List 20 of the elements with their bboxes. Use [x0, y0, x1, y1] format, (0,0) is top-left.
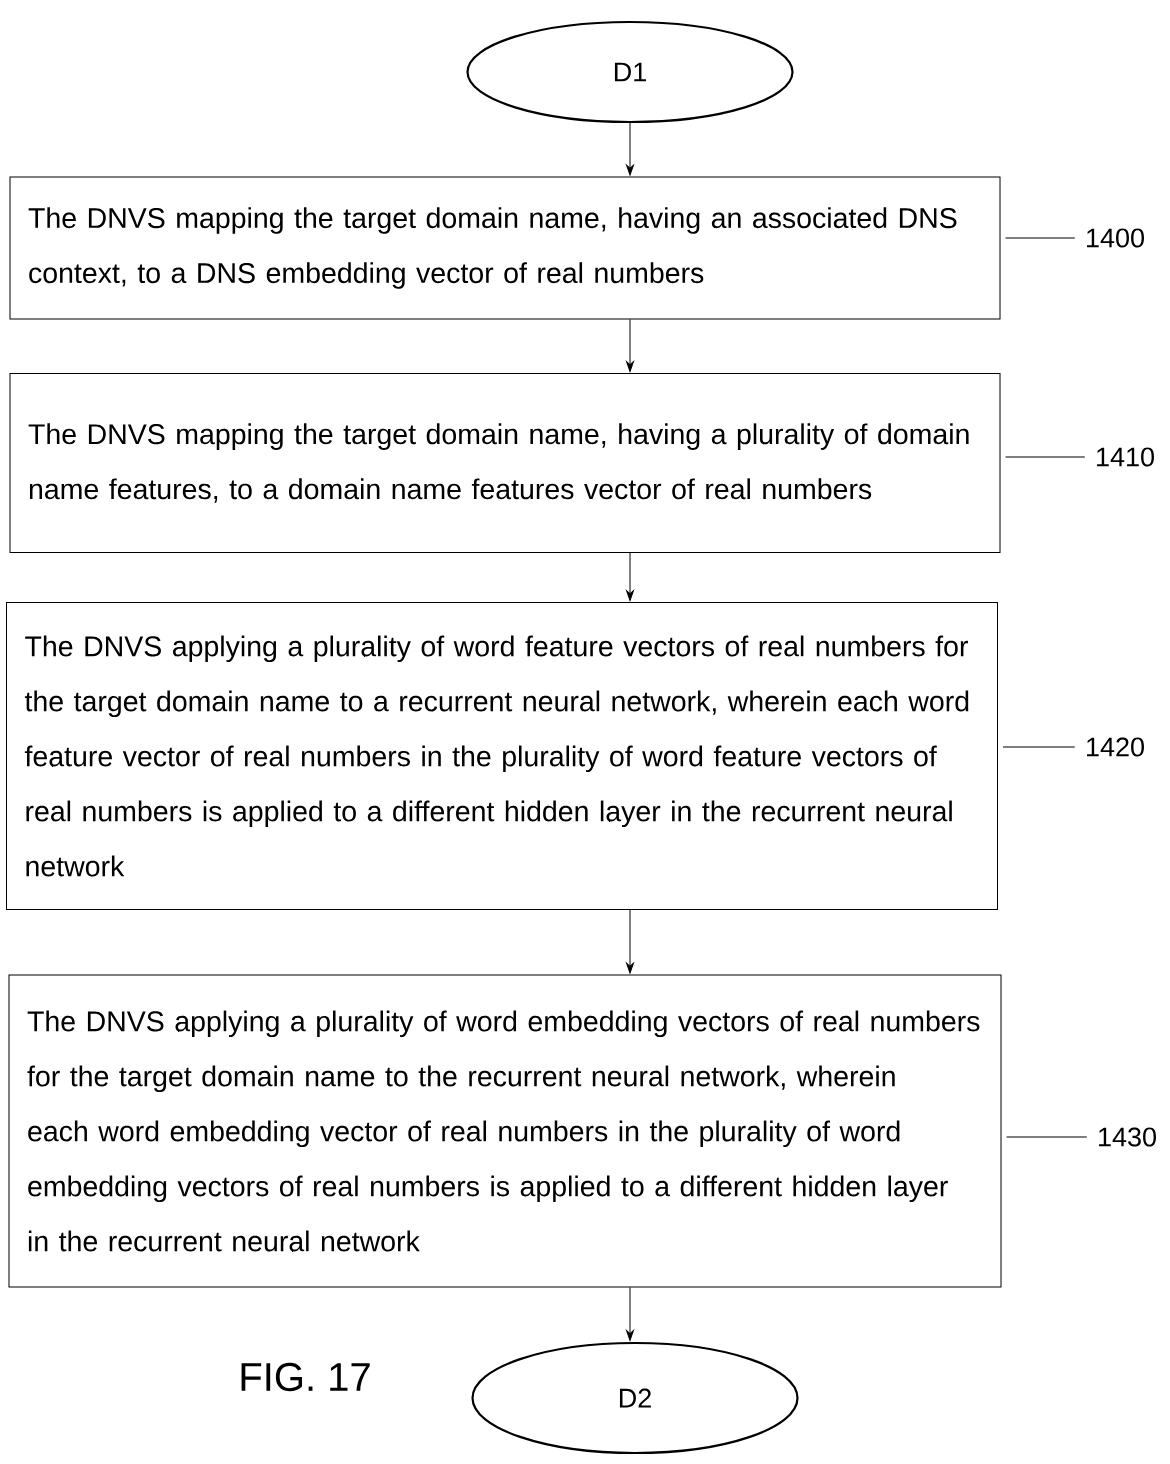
arrow	[626, 1287, 634, 1341]
leader-line	[1002, 746, 1076, 748]
terminal-oval: D2	[471, 1341, 799, 1455]
reference-numeral: 1400	[1087, 228, 1144, 248]
reference-numeral: 1430	[1099, 1127, 1156, 1147]
arrow	[626, 552, 634, 601]
process-box: The DNVS applying a plurality of word embedding vectors of real numbers for the target domain name to the recurrent neural network, wherein each word embedding vector of real numbers in the plurality of word embedding vectors of real numbers is applied to a different hidden layer in the recurrent neural network	[8, 974, 1002, 1288]
leader-line	[1005, 237, 1076, 239]
arrow	[626, 319, 634, 372]
figure-caption: FIG. 17	[241, 1362, 370, 1392]
leader-line	[1005, 456, 1086, 458]
reference-numeral: 1420	[1087, 737, 1144, 757]
reference-numeral: 1410	[1097, 447, 1154, 467]
leader-line	[1006, 1136, 1088, 1138]
process-box: The DNVS mapping the target domain name, having a plurality of domain name features, to a domain name features vector of real numbers	[9, 373, 1001, 553]
process-box: The DNVS mapping the target domain name, having an associated DNS context, to a DNS embedding vector of real numbers	[9, 176, 1001, 320]
arrow	[626, 909, 634, 974]
terminal-oval: D1	[466, 20, 794, 124]
arrow	[626, 122, 634, 176]
process-box: The DNVS applying a plurality of word feature vectors of real numbers for the target domain name to a recurrent neural network, wherein each word feature vector of real numbers in the plurality of word feature vectors of real numbers is applied to a different hidden layer in the recurrent neural network	[6, 602, 998, 910]
